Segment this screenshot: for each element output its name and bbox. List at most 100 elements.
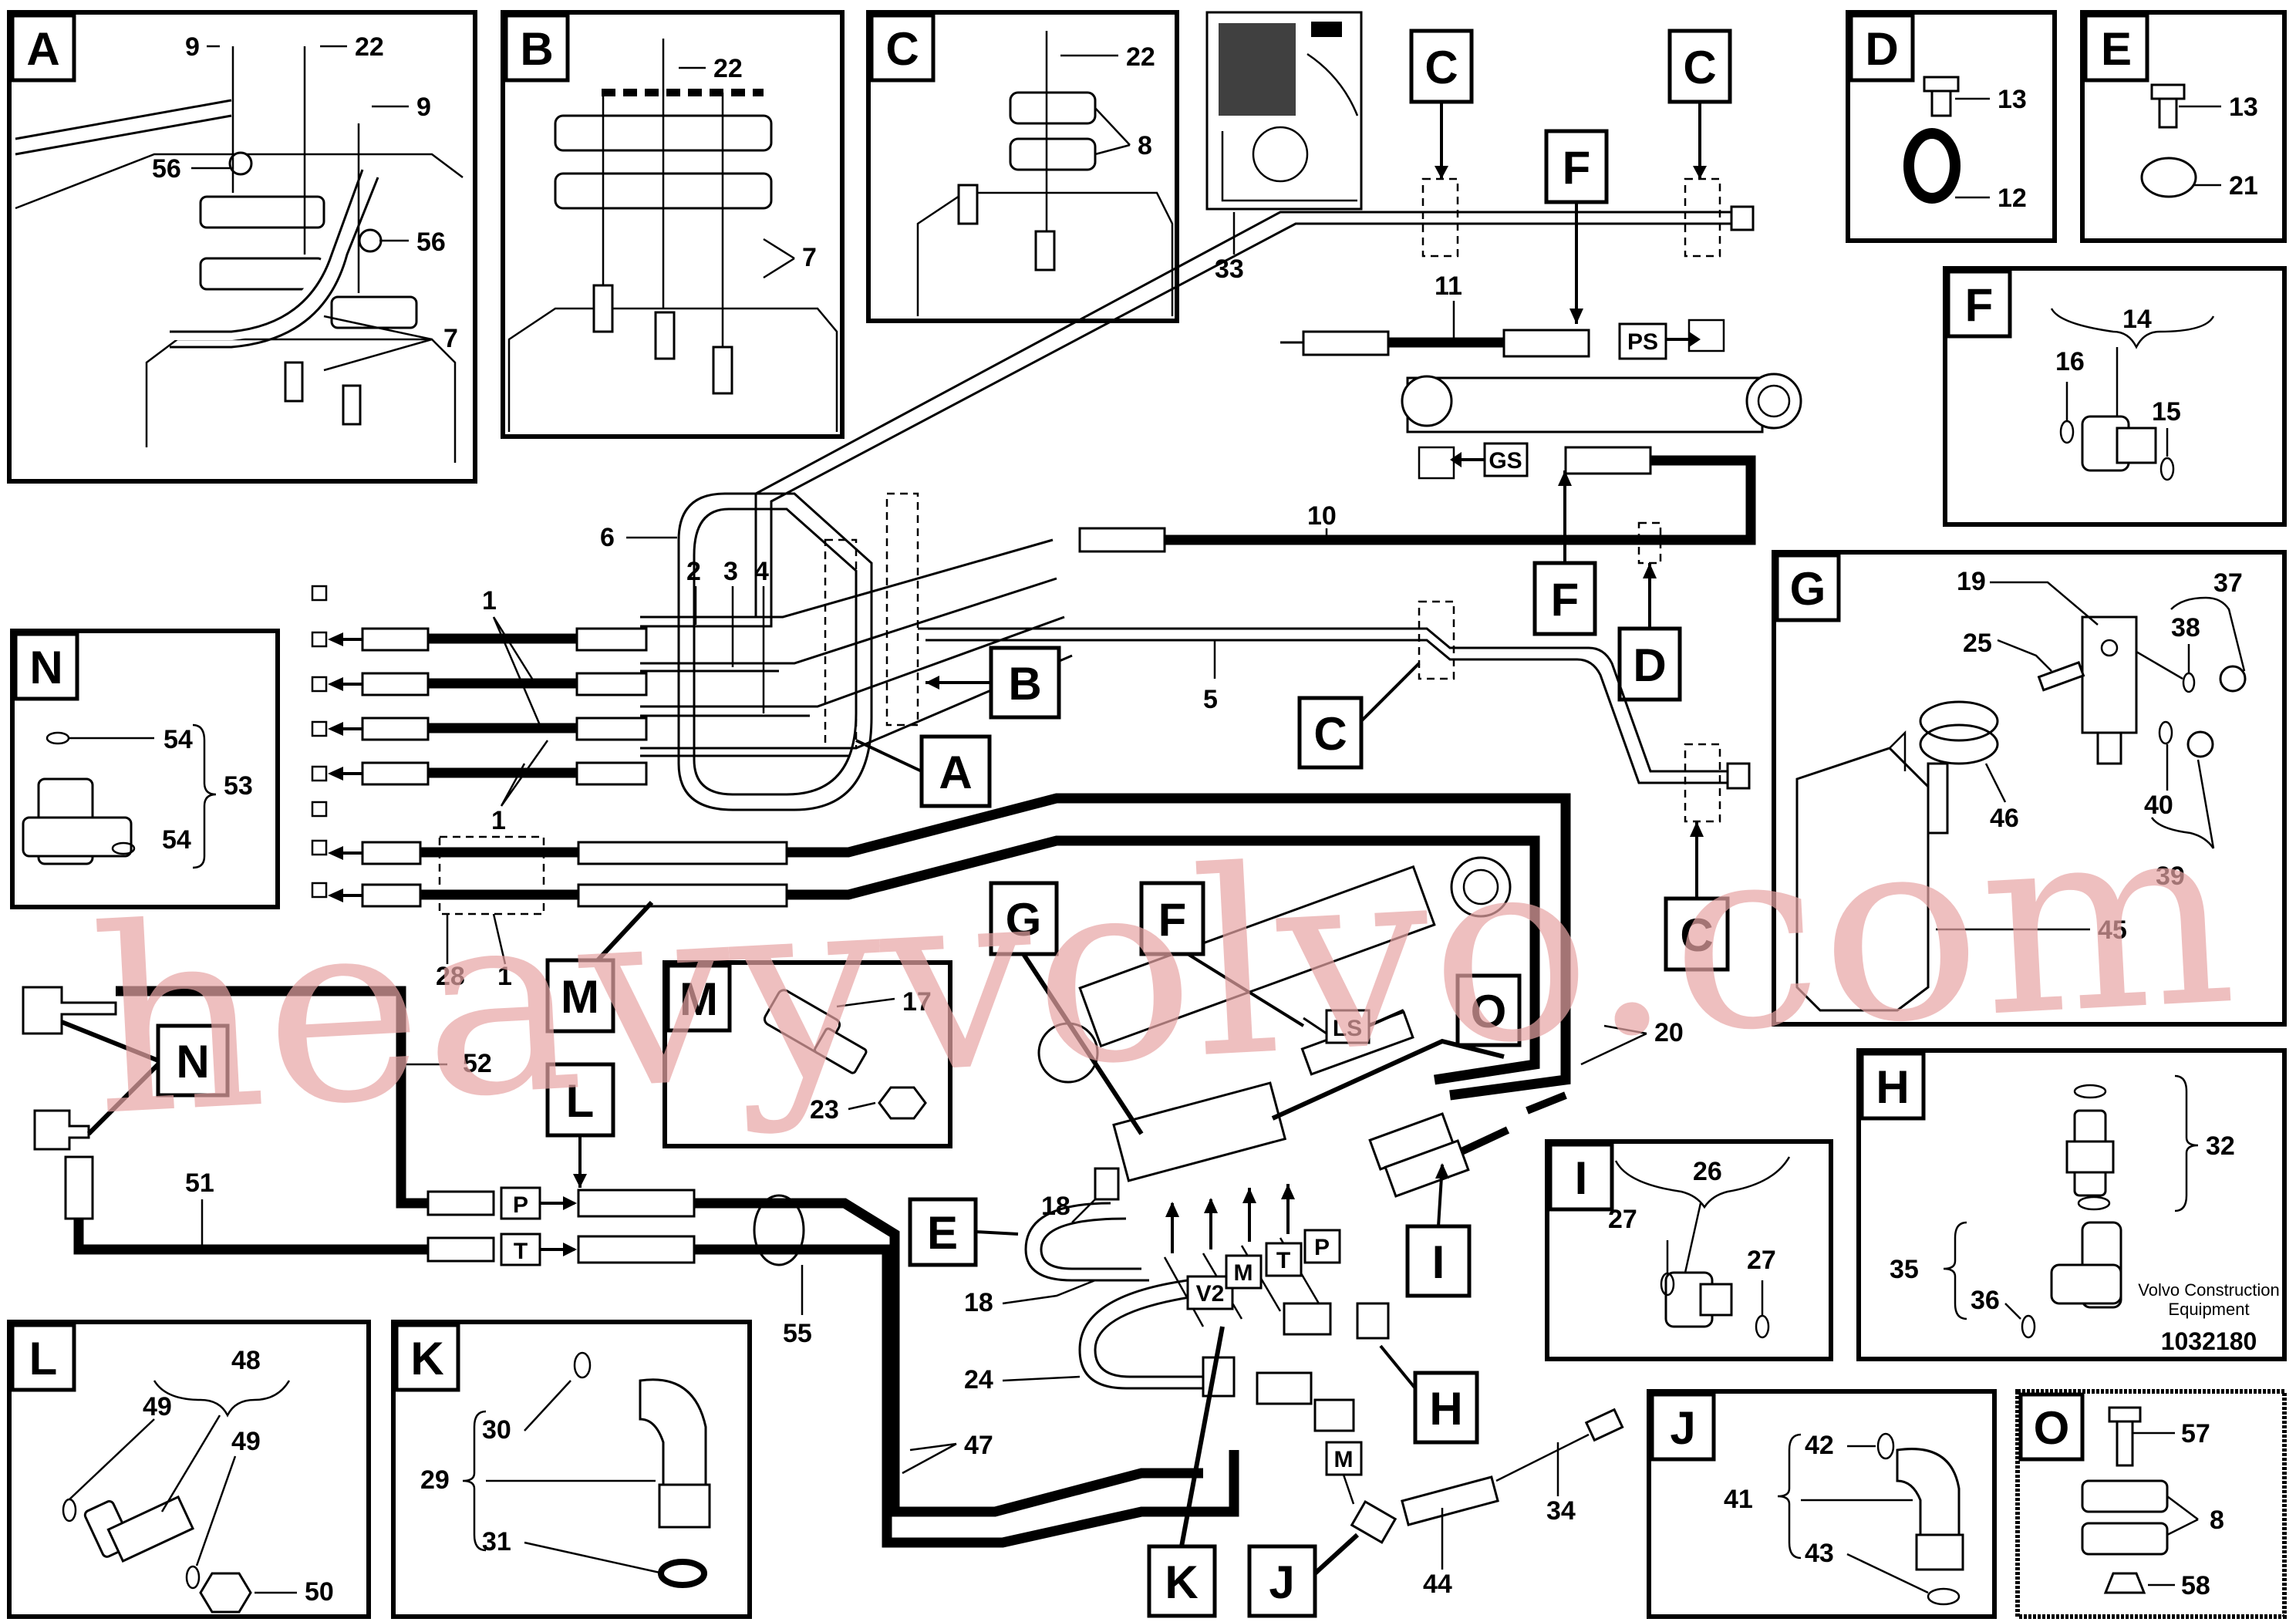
lower-cylinder-and-valve: LS V2 M T P M 18 18 24 34 44 20 bbox=[908, 856, 1684, 1618]
callout-49: 49 bbox=[143, 1392, 172, 1421]
detail-letter-e: E bbox=[927, 1207, 958, 1259]
detail-letter-o: O bbox=[2034, 1402, 2070, 1454]
steering-pipes: C C bbox=[754, 29, 1755, 617]
callout-51: 51 bbox=[185, 1168, 214, 1198]
detail-panel-j: J 41 42 43 bbox=[1647, 1389, 1997, 1619]
callout-17: 17 bbox=[902, 987, 932, 1017]
callout-11: 11 bbox=[1435, 271, 1462, 301]
callout-40: 40 bbox=[2144, 791, 2173, 820]
detail-letter-b: B bbox=[520, 23, 553, 75]
callout-47: 47 bbox=[964, 1431, 993, 1460]
callout-27: 27 bbox=[1608, 1205, 1637, 1234]
callout-13: 13 bbox=[1998, 85, 2027, 114]
callout-35: 35 bbox=[1890, 1255, 1919, 1284]
callout-26: 26 bbox=[1693, 1157, 1722, 1186]
port-tag-ps: PS bbox=[1627, 329, 1658, 355]
detail-letter-k: K bbox=[410, 1333, 443, 1384]
callout-22: 22 bbox=[713, 54, 743, 83]
detail-letter-h: H bbox=[1429, 1383, 1462, 1435]
callout-4: 4 bbox=[754, 557, 769, 586]
callout-12: 12 bbox=[1998, 184, 2027, 213]
detail-letter-d: D bbox=[1865, 23, 1898, 75]
callout-49: 49 bbox=[231, 1427, 261, 1456]
callout-10: 10 bbox=[1307, 501, 1337, 531]
port-tag-m: M bbox=[1234, 1260, 1253, 1286]
callout-22: 22 bbox=[355, 32, 384, 62]
callout-6: 6 bbox=[600, 523, 615, 552]
callout-42: 42 bbox=[1805, 1431, 1834, 1460]
detail-letter-c: C bbox=[1680, 909, 1713, 961]
detail-panel-h: H 32 35 36 bbox=[1856, 1048, 2287, 1361]
detail-panel-l: L 48 49 49 50 bbox=[7, 1320, 371, 1619]
callout-30: 30 bbox=[482, 1415, 511, 1445]
callout-20: 20 bbox=[1654, 1018, 1684, 1047]
bundle-loop: 6 2 3 4 B A 5 C C bbox=[600, 492, 1751, 972]
port-tag-v2: V2 bbox=[1196, 1281, 1225, 1307]
detail-letter-c: C bbox=[1683, 42, 1716, 93]
hose-group-1: 1 1 28 1 M bbox=[311, 585, 1571, 1101]
detail-letter-m: M bbox=[679, 973, 718, 1025]
port-tag-t: T bbox=[514, 1239, 528, 1264]
callout-55: 55 bbox=[783, 1319, 812, 1348]
detail-letter-j: J bbox=[1269, 1556, 1294, 1608]
callout-7: 7 bbox=[443, 324, 458, 353]
callout-14: 14 bbox=[2122, 305, 2152, 334]
detail-letter-n: N bbox=[176, 1036, 209, 1088]
callout-54: 54 bbox=[162, 825, 191, 855]
detail-letter-e: E bbox=[2101, 23, 2132, 75]
detail-letter-i: I bbox=[1575, 1152, 1588, 1204]
callout-41: 41 bbox=[1724, 1485, 1753, 1514]
callout-24: 24 bbox=[964, 1365, 993, 1394]
pump-lines: 52 51 N P T L 55 47 bbox=[22, 986, 1239, 1548]
callout-9: 9 bbox=[416, 93, 431, 122]
callout-56: 56 bbox=[152, 154, 181, 184]
callout-29: 29 bbox=[420, 1465, 450, 1495]
detail-panel-i: I 26 27 27 bbox=[1545, 1139, 1833, 1361]
detail-letter-m: M bbox=[561, 971, 599, 1023]
detail-letter-a: A bbox=[26, 23, 59, 75]
callout-54: 54 bbox=[164, 725, 193, 754]
detail-letter-k: K bbox=[1165, 1556, 1198, 1608]
callout-36: 36 bbox=[1971, 1286, 2000, 1315]
callout-1: 1 bbox=[497, 962, 512, 991]
detail-panel-d: D 13 12 bbox=[1846, 10, 2057, 243]
detail-letter-c: C bbox=[885, 23, 919, 75]
steering-cylinder-upper: PS 11 F GS 10 F D bbox=[1078, 129, 1802, 702]
callout-57: 57 bbox=[2181, 1419, 2210, 1448]
detail-panel-g: G 19 25 46 45 37 38 40 39 bbox=[1772, 550, 2287, 1027]
callout-8: 8 bbox=[2210, 1506, 2224, 1535]
callout-18: 18 bbox=[1041, 1192, 1070, 1221]
callout-44: 44 bbox=[1423, 1570, 1452, 1599]
port-tag-gs: GS bbox=[1489, 448, 1522, 474]
detail-letter-i: I bbox=[1432, 1236, 1445, 1288]
detail-letter-f: F bbox=[1563, 142, 1591, 194]
callout-21: 21 bbox=[2229, 171, 2258, 201]
callout-45: 45 bbox=[2098, 916, 2127, 945]
callout-43: 43 bbox=[1805, 1539, 1834, 1568]
callout-9: 9 bbox=[185, 32, 200, 62]
callout-34: 34 bbox=[1546, 1496, 1576, 1526]
callout-48: 48 bbox=[231, 1346, 261, 1375]
callout-22: 22 bbox=[1126, 42, 1155, 72]
port-tag-t: T bbox=[1276, 1248, 1290, 1273]
detail-letter-j: J bbox=[1670, 1402, 1695, 1454]
callout-23: 23 bbox=[810, 1095, 839, 1125]
detail-letter-c: C bbox=[1424, 42, 1458, 93]
callout-50: 50 bbox=[305, 1577, 334, 1607]
callout-8: 8 bbox=[1138, 131, 1152, 160]
detail-panel-e: E 13 21 bbox=[2080, 10, 2287, 243]
callout-37: 37 bbox=[2213, 568, 2243, 598]
callout-58: 58 bbox=[2181, 1571, 2210, 1600]
detail-panel-f: F 14 16 15 bbox=[1943, 266, 2287, 527]
port-tag-ls: LS bbox=[1333, 1016, 1362, 1041]
detail-letter-d: D bbox=[1633, 639, 1666, 691]
detail-letter-g: G bbox=[1790, 563, 1826, 615]
callout-31: 31 bbox=[482, 1527, 511, 1556]
callout-19: 19 bbox=[1957, 567, 1986, 596]
brand-footer: Volvo Construction Equipment 1032180 bbox=[2138, 1280, 2279, 1355]
port-tag-p: P bbox=[1314, 1235, 1330, 1260]
callout-53: 53 bbox=[224, 771, 253, 801]
detail-panel-b: B 22 7 bbox=[501, 10, 845, 439]
detail-letter-b: B bbox=[1008, 658, 1041, 710]
